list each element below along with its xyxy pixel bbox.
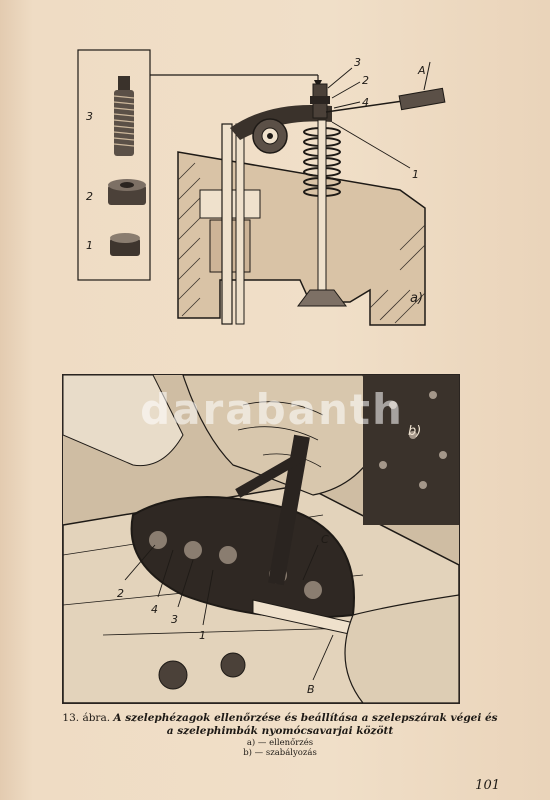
callout-4: 4 <box>362 96 369 109</box>
callout-2: 2 <box>362 74 369 87</box>
callout-b-2: 2 <box>117 587 124 600</box>
part-label-3: 3 <box>86 110 93 123</box>
caption-item-b: b) — szabályozás <box>243 748 317 758</box>
caption-title-line2: a szelephimbák nyomócsavarjai között <box>166 725 394 737</box>
callout-A: A <box>417 64 426 77</box>
cylinder-head-section <box>177 83 426 326</box>
bottle <box>63 375 184 467</box>
tool-handle <box>268 434 310 586</box>
part-label-1: 1 <box>86 239 93 252</box>
panel-label-a: a) <box>410 291 423 306</box>
callout-1: 1 <box>412 168 419 181</box>
adjusting-screw-part <box>113 76 135 156</box>
callout-b-4: 4 <box>151 603 158 616</box>
part-label-2: 2 <box>86 190 93 203</box>
caption-item-a: a) — ellenőrzés <box>246 738 314 748</box>
callout-3: 3 <box>354 56 361 69</box>
parts-box <box>77 49 151 281</box>
figure-caption: 13. ábra. A szelephézagok ellenőrzése és… <box>30 712 530 758</box>
pointer-arrow <box>150 74 322 88</box>
lock-nut-part <box>108 179 146 205</box>
callout-C: C <box>321 533 329 546</box>
panel-label-b: b) <box>408 424 421 439</box>
page-number: 101 <box>475 778 500 793</box>
callout-B: B <box>307 683 315 696</box>
callout-b-1: 1 <box>199 629 206 642</box>
feeler-gauge <box>325 61 446 113</box>
figure-b-adjustment-illustration: b) C 2 4 3 1 B <box>62 374 460 704</box>
hand-lower <box>344 594 459 703</box>
watermark: darabanth <box>140 385 404 434</box>
caption-title-line1: A szelephézagok ellenőrzése és beállítás… <box>113 712 498 724</box>
caption-figure-number: 13. ábra. <box>62 712 111 724</box>
callout-b-3: 3 <box>171 613 178 626</box>
figure-a-valve-diagram: 3 2 1 <box>70 40 490 340</box>
nut-part <box>110 233 140 256</box>
